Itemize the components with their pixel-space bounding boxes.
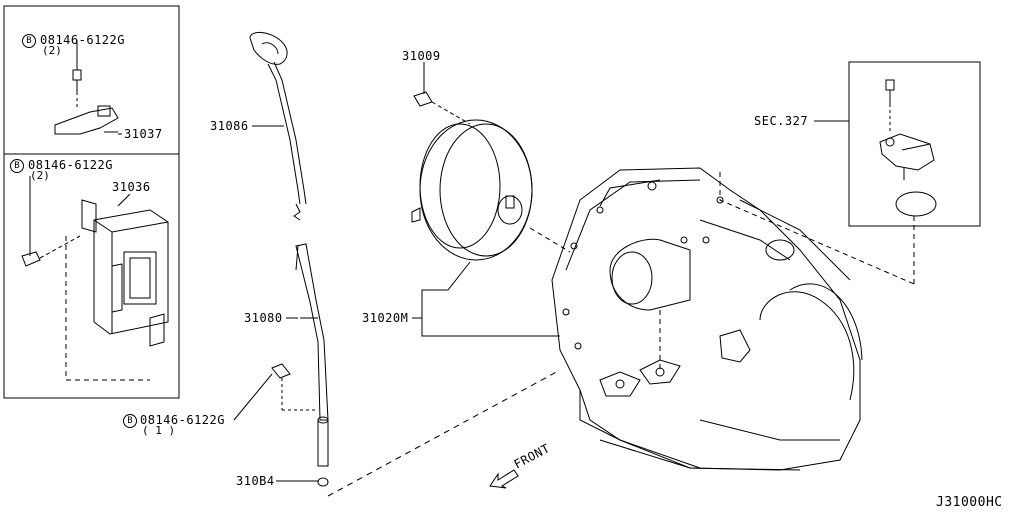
torque-converter-drawing — [411, 119, 571, 261]
label-31036: 31036 — [112, 180, 151, 194]
label-bolt-mid: 08146-6122G — [28, 158, 113, 172]
sensor-31037-drawing — [54, 52, 119, 135]
label-31037: 31037 — [124, 127, 163, 141]
dipstick-31086-drawing — [249, 32, 307, 221]
control-unit-31036-drawing — [21, 180, 169, 381]
inset-box-left — [3, 5, 180, 399]
label-bolt-top-qty: (2) — [42, 44, 62, 57]
label-bolt-bottom: 08146-6122G — [140, 413, 225, 427]
transmission-housing-drawing — [551, 167, 863, 471]
front-arrow-icon — [489, 469, 519, 489]
label-sec327: SEC.327 — [754, 114, 809, 128]
leader-31020M-lower — [421, 318, 560, 337]
charging-pipe-31080-drawing — [295, 243, 329, 487]
label-bolt-mid-qty: (2) — [30, 169, 50, 182]
sec327-sensor-drawing — [879, 79, 937, 284]
label-bolt-bottom-qty: ( 1 ) — [142, 424, 176, 437]
leader-31020M-upper — [412, 261, 471, 319]
bolt-marker-bottom: B — [123, 414, 137, 428]
label-31086: 31086 — [210, 119, 249, 133]
leader-31036 — [117, 193, 131, 207]
label-bolt-top: 08146-6122G — [40, 33, 125, 47]
label-31020M: 31020M — [362, 311, 409, 325]
bolt-31009-drawing — [413, 91, 471, 125]
bolt-marker-mid: B — [10, 159, 24, 173]
label-31009: 31009 — [402, 49, 441, 63]
label-310B4: 310B4 — [236, 474, 275, 488]
leader-bolt-bottom — [233, 373, 273, 421]
dashed-link-oring — [327, 369, 561, 497]
diagram-id: J31000HC — [936, 495, 1003, 510]
inset-box-sec327 — [848, 61, 981, 227]
bolt-bottom-drawing — [271, 363, 316, 411]
bolt-marker-top: B — [22, 34, 36, 48]
sec327-dashed-link — [719, 172, 915, 285]
label-31080: 31080 — [244, 311, 283, 325]
